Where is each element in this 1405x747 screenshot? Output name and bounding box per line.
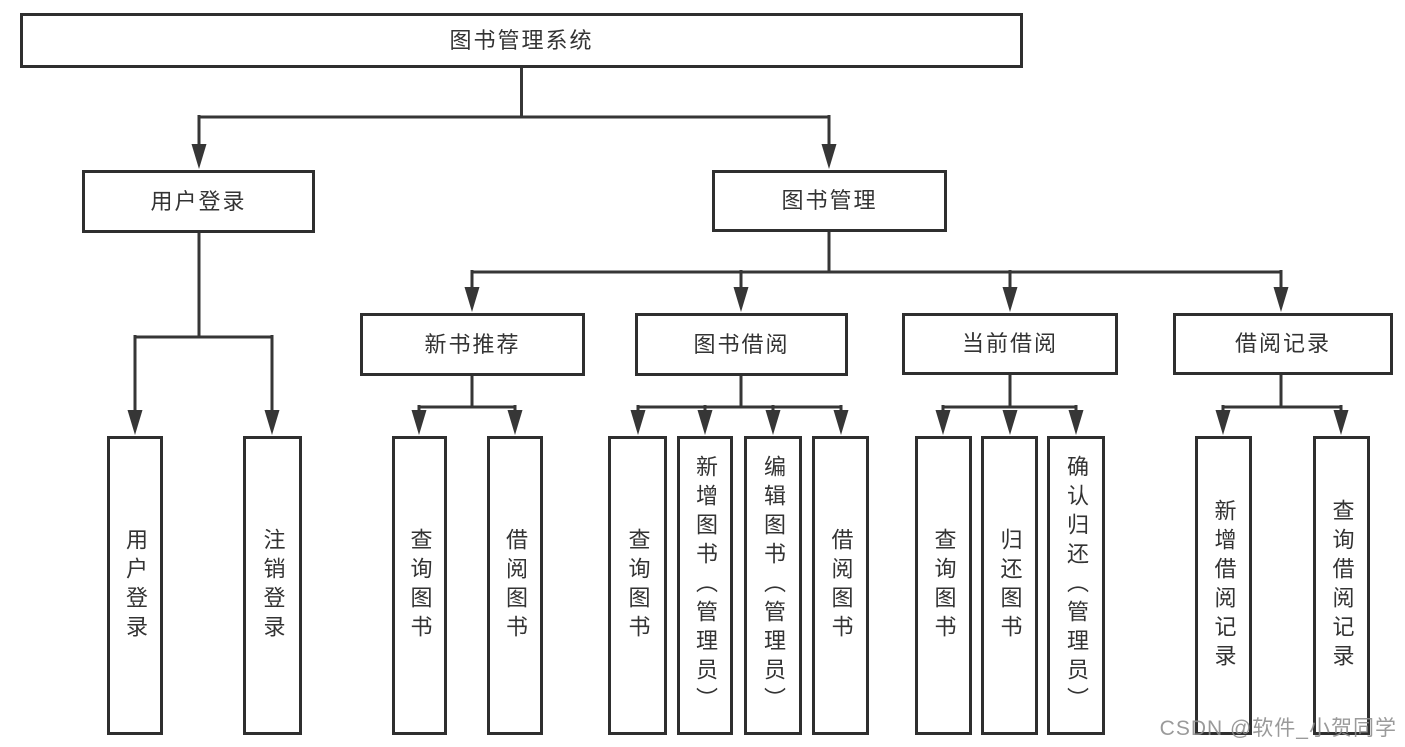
node-borrow-records: 借阅记录 bbox=[1173, 313, 1393, 375]
leaf-current-confirm-return-admin: 确认归还（管理员） bbox=[1047, 436, 1105, 735]
leaf-recommend-borrow-books: 借阅图书 bbox=[487, 436, 543, 735]
leaf-borrowing-borrow-books: 借阅图书 bbox=[812, 436, 869, 735]
leaf-borrowing-query-books: 查询图书 bbox=[608, 436, 667, 735]
node-book-borrowing: 图书借阅 bbox=[635, 313, 848, 376]
leaf-user-login: 用户登录 bbox=[107, 436, 163, 735]
leaf-current-query-books: 查询图书 bbox=[915, 436, 972, 735]
node-new-book-recommend: 新书推荐 bbox=[360, 313, 585, 376]
leaf-borrowing-add-books-admin: 新增图书（管理员） bbox=[677, 436, 733, 735]
leaf-borrowing-edit-books-admin: 编辑图书（管理员） bbox=[744, 436, 802, 735]
node-current-borrowing: 当前借阅 bbox=[902, 313, 1118, 375]
node-user-login-branch: 用户登录 bbox=[82, 170, 315, 233]
leaf-logout: 注销登录 bbox=[243, 436, 302, 735]
node-book-management: 图书管理 bbox=[712, 170, 947, 232]
leaf-records-add-record: 新增借阅记录 bbox=[1195, 436, 1252, 735]
node-root: 图书管理系统 bbox=[20, 13, 1023, 68]
leaf-current-return-books: 归还图书 bbox=[981, 436, 1038, 735]
leaf-recommend-query-books: 查询图书 bbox=[392, 436, 447, 735]
csdn-watermark: CSDN @软件_小贺同学 bbox=[1159, 717, 1397, 740]
leaf-records-query-record: 查询借阅记录 bbox=[1313, 436, 1370, 735]
